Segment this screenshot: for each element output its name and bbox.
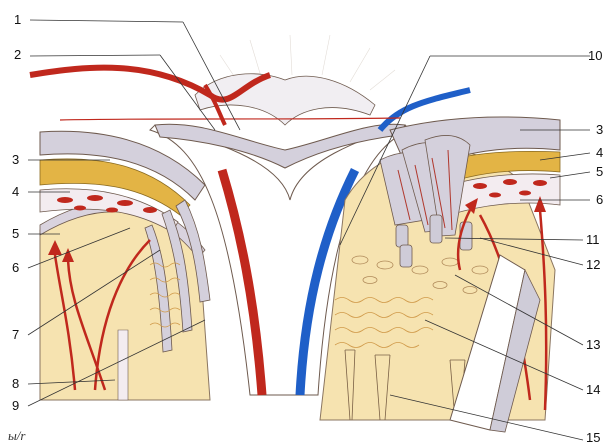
label-3-right: 3 [596, 123, 603, 137]
sinus-red-line [60, 118, 400, 120]
label-14: 14 [586, 383, 600, 397]
label-4-left: 4 [12, 185, 19, 199]
label-9: 9 [12, 399, 19, 413]
label-15: 15 [586, 431, 600, 445]
label-6-right: 6 [596, 193, 603, 207]
label-4-right: 4 [596, 146, 603, 160]
label-5-right: 5 [596, 165, 603, 179]
label-13: 13 [586, 338, 600, 352]
label-7: 7 [12, 328, 19, 342]
label-6-left: 6 [12, 261, 19, 275]
left-vertical-strip [118, 330, 128, 400]
label-3-left: 3 [12, 153, 19, 167]
label-5-left: 5 [12, 227, 19, 241]
label-11: 11 [586, 233, 600, 247]
artist-signature: ы/r [8, 428, 25, 444]
label-10: 10 [588, 49, 602, 63]
left-hemisphere [40, 131, 210, 400]
label-8: 8 [12, 377, 19, 391]
label-12: 12 [586, 258, 600, 272]
label-2: 2 [14, 48, 21, 62]
label-1: 1 [14, 13, 21, 27]
